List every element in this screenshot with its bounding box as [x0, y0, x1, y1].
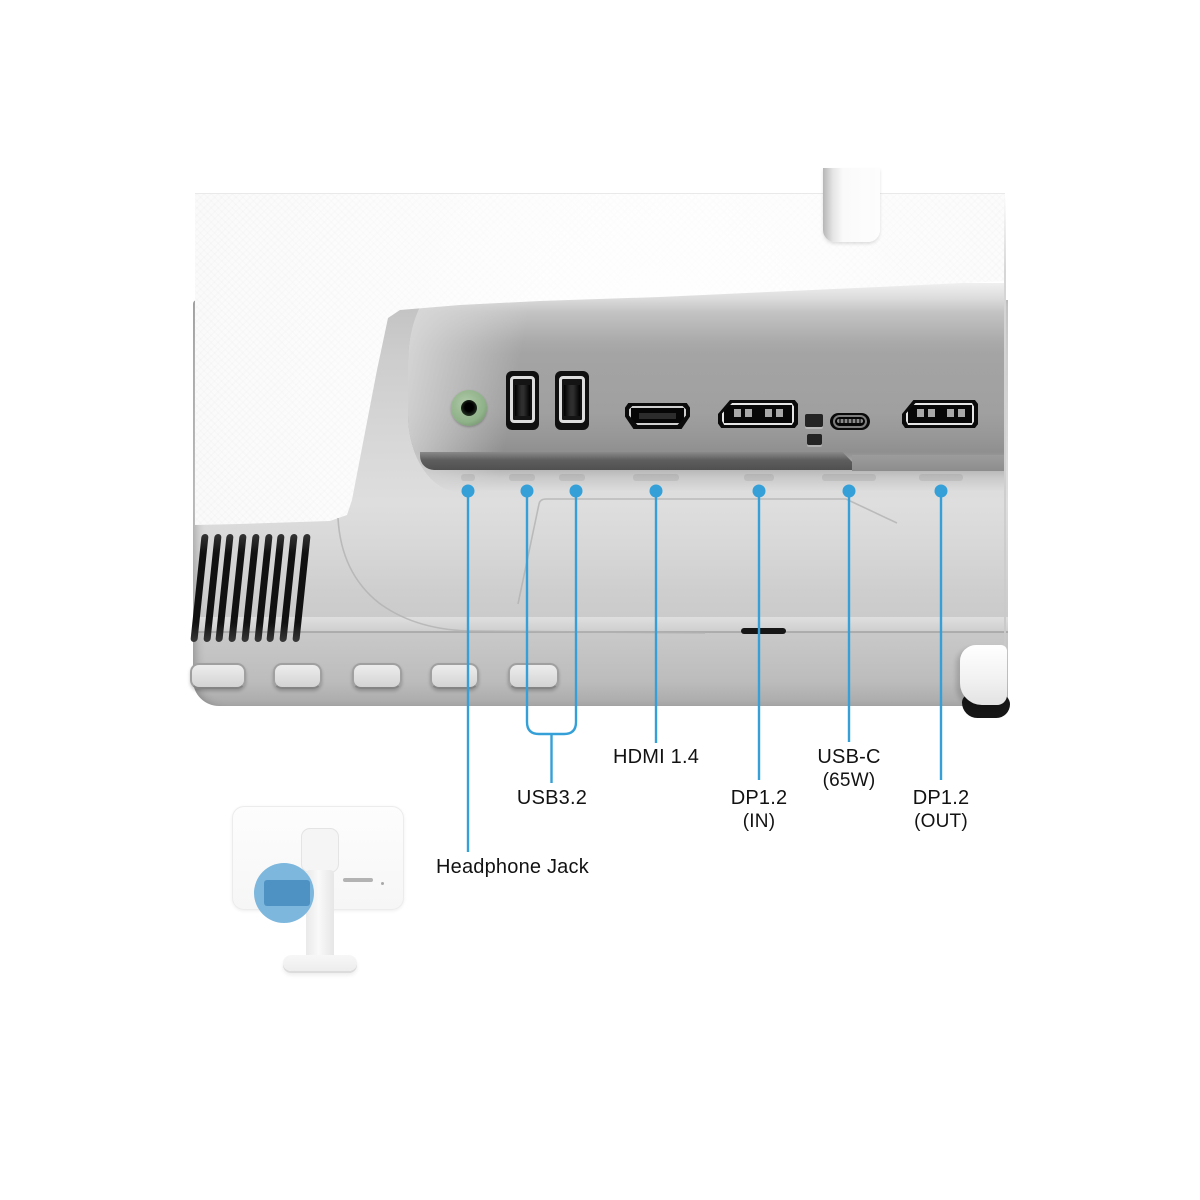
engraved-usb-c-icon	[822, 474, 876, 481]
label-hdmi: HDMI 1.4	[612, 746, 700, 768]
shell-step-band	[193, 617, 1008, 632]
dp-out-port	[902, 400, 978, 428]
label-dp-in-line1: DP1.2	[730, 787, 788, 809]
callout-dot-hdmi	[649, 484, 663, 498]
dp-pin	[917, 409, 924, 417]
dp-pin	[734, 409, 741, 417]
usb-tongue	[515, 385, 530, 416]
bottom-button-5	[508, 663, 559, 689]
callout-dots	[461, 484, 948, 498]
callout-dot-dp-in	[752, 484, 766, 498]
callout-leader-lines	[466, 491, 943, 852]
callout-dot-headphone	[461, 484, 475, 498]
dp-in-port	[718, 400, 798, 428]
recess-floor-light	[852, 455, 1005, 471]
rear-led-dot	[381, 882, 384, 885]
label-usb: USB3.2	[516, 787, 588, 809]
label-headphone-jack: Headphone Jack	[436, 856, 589, 878]
cable-clip-slot-1	[805, 414, 823, 427]
callout-dot-usb-c	[842, 484, 856, 498]
stand-foot	[960, 645, 1007, 705]
label-usb-c-line2: (65W)	[822, 770, 876, 791]
dp-pin	[776, 409, 783, 417]
bottom-button-2	[273, 663, 322, 689]
bottom-button-4	[430, 663, 479, 689]
headphone-jack-port	[451, 390, 487, 426]
engraved-hdmi-icon	[633, 474, 679, 481]
engraved-usb-icon	[559, 474, 585, 481]
rear-vent-dash	[343, 878, 373, 882]
dp-rim	[722, 403, 794, 425]
stand-mount-notch	[823, 168, 880, 242]
jack-hole	[461, 400, 477, 416]
hdmi-port	[625, 403, 690, 429]
bottom-button-3	[352, 663, 402, 689]
label-dp-in: DP1.2 (IN)	[731, 787, 788, 833]
hdmi-contacts	[639, 413, 676, 419]
dp-pin	[947, 409, 954, 417]
label-dp-out-line1: DP1.2	[912, 787, 970, 809]
callout-dot-dp-out	[934, 484, 948, 498]
callout-dot-usb2	[569, 484, 583, 498]
top-edge-line	[880, 193, 1005, 194]
dp-pin	[958, 409, 965, 417]
label-dp-out-line2: (OUT)	[914, 811, 968, 832]
engraved-headphone-icon	[461, 474, 475, 481]
top-edge-line	[195, 193, 823, 194]
cable-clip-slot-2	[807, 434, 822, 445]
stand-mount-plate	[301, 828, 339, 873]
usb-a-port-1	[506, 371, 539, 430]
dp-rim	[906, 403, 974, 425]
usb-tongue	[564, 385, 580, 416]
recess-floor-shadow	[420, 452, 860, 470]
engraved-dp-out-icon	[919, 474, 963, 481]
stand-base	[283, 955, 357, 971]
dp-pin	[745, 409, 752, 417]
label-usb-c-line1: USB-C	[817, 746, 881, 768]
panel-seam-lines	[337, 498, 898, 634]
vent-dash	[741, 628, 786, 634]
usb-a-port-2	[555, 371, 589, 430]
bottom-button-1	[190, 663, 246, 689]
dp-pin	[928, 409, 935, 417]
rear-view-inset	[225, 800, 425, 990]
engraved-dp-in-icon	[744, 474, 774, 481]
port-highlight-rect	[264, 880, 310, 906]
label-dp-in-line2: (IN)	[742, 811, 776, 832]
usb-c-port	[830, 413, 870, 430]
label-usb-c: USB-C (65W)	[817, 746, 880, 792]
label-dp-out: DP1.2 (OUT)	[913, 787, 970, 833]
usbc-tongue	[837, 419, 863, 423]
dp-pin	[765, 409, 772, 417]
engraved-usb-icon	[509, 474, 535, 481]
callout-dot-usb1	[520, 484, 534, 498]
monitor-right-edge	[1004, 196, 1006, 701]
